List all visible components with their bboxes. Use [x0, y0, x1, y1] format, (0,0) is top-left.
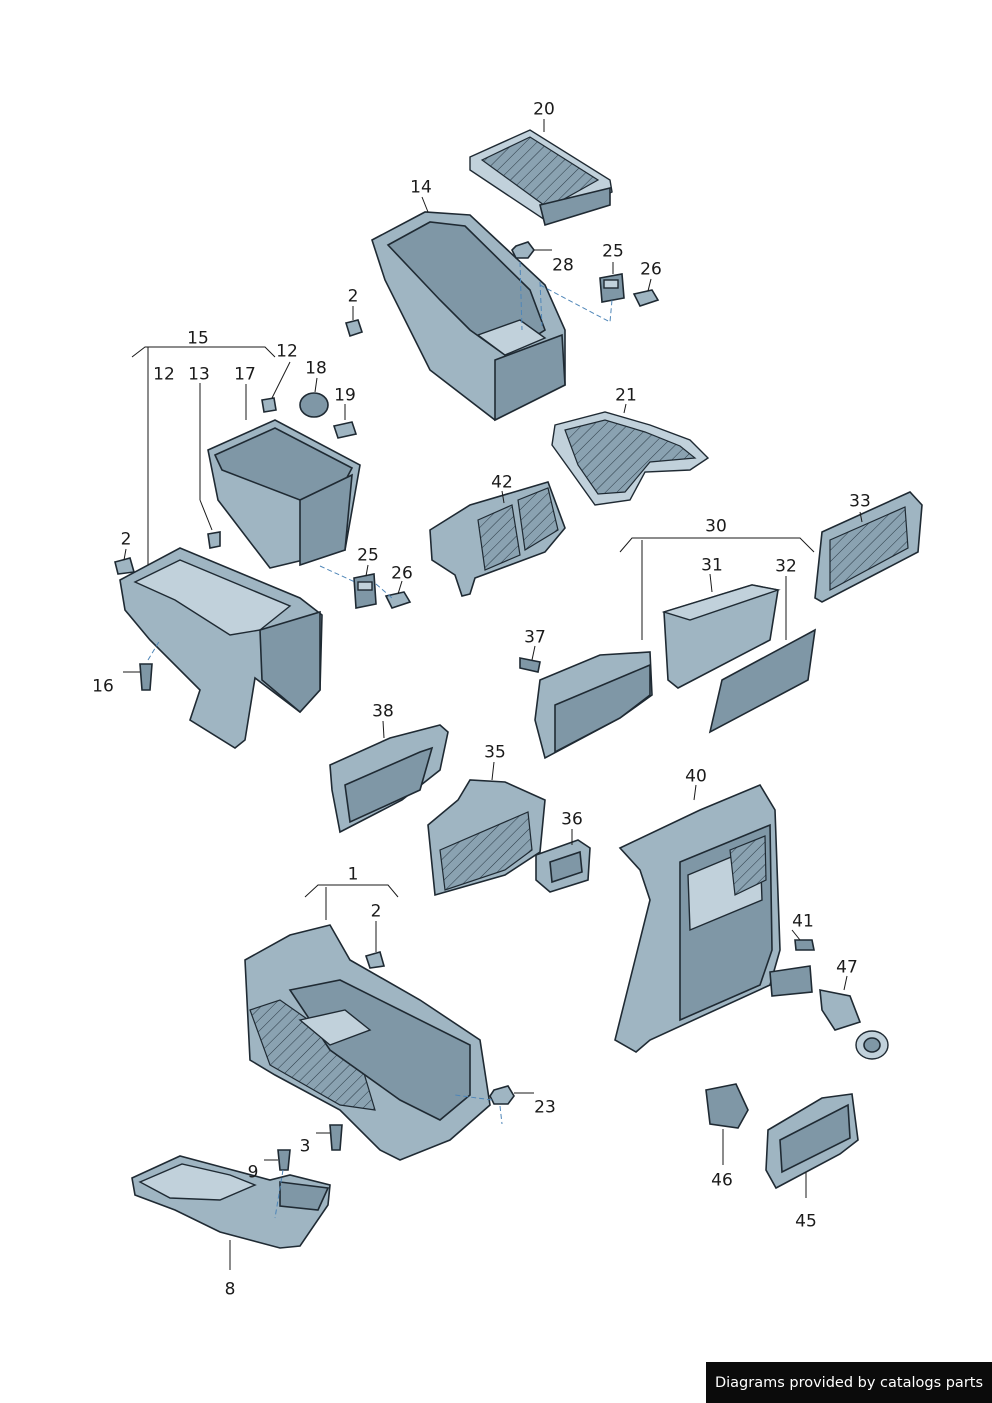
part-18-cap — [299, 392, 329, 418]
callout-26-upper: 26 — [640, 259, 662, 280]
part-28-nut — [511, 241, 535, 259]
part-21-rubber-mat — [551, 411, 710, 506]
callout-41: 41 — [792, 911, 814, 932]
part-41-screw — [794, 939, 815, 951]
callout-3: 3 — [299, 1136, 311, 1157]
part-31-ashtray-insert — [661, 584, 781, 689]
part-47-power-socket — [769, 965, 889, 1060]
dash-line-16 — [147, 639, 161, 661]
part-2-clip-upper — [344, 319, 364, 338]
part-13-plug — [207, 531, 221, 549]
part-17-storage-box — [207, 419, 361, 569]
part-45-switch-panel — [765, 1093, 859, 1190]
part-30-ashtray-housing — [534, 651, 653, 760]
callout-40: 40 — [685, 766, 707, 787]
callout-16: 16 — [92, 676, 114, 697]
part-1-console-base — [244, 924, 491, 1161]
callout-21: 21 — [615, 385, 637, 406]
callout-20: 20 — [533, 99, 555, 120]
dash-line-28-25 — [519, 261, 613, 331]
callout-37: 37 — [524, 627, 546, 648]
callout-25-upper: 25 — [602, 241, 624, 262]
callout-15: 15 — [187, 328, 209, 349]
callout-12-upper: 12 — [276, 341, 298, 362]
part-23-nut — [489, 1085, 515, 1105]
part-32-cover-plate — [708, 628, 817, 734]
callout-32: 32 — [775, 556, 797, 577]
callout-18: 18 — [305, 358, 327, 379]
callout-42: 42 — [491, 472, 513, 493]
part-46-switch — [705, 1083, 749, 1129]
credit-banner: Diagrams provided by catalogs parts — [706, 1362, 992, 1403]
callout-14: 14 — [410, 177, 432, 198]
part-33-rear-panel — [814, 491, 923, 603]
part-2-clip-left — [114, 557, 136, 575]
callout-45: 45 — [795, 1211, 817, 1232]
part-25-switch-upper — [599, 273, 625, 303]
part-42-air-vent — [429, 481, 566, 597]
callout-25-lower: 25 — [357, 545, 379, 566]
callout-23: 23 — [534, 1097, 556, 1118]
part-38-trim — [329, 724, 449, 834]
part-36-usb-unit — [535, 839, 591, 893]
callout-47: 47 — [836, 957, 858, 978]
callout-2-left: 2 — [120, 529, 132, 550]
callout-2-upper: 2 — [347, 286, 359, 307]
callout-26-lower: 26 — [391, 563, 413, 584]
part-2-clip-lower — [364, 951, 386, 969]
callout-8: 8 — [224, 1279, 236, 1300]
callout-9: 9 — [247, 1162, 259, 1183]
part-9-screw — [277, 1149, 291, 1171]
part-19-cover — [332, 421, 358, 439]
part-37-screw — [519, 657, 541, 673]
dash-line-23 — [454, 1094, 503, 1125]
part-35-bracket — [427, 779, 546, 897]
callout-19: 19 — [334, 385, 356, 406]
part-26-cap-upper — [632, 289, 660, 307]
callout-31: 31 — [701, 555, 723, 576]
callout-30: 30 — [705, 516, 727, 537]
part-14-console-housing — [371, 211, 566, 422]
part-12-clip-small — [261, 397, 277, 413]
part-25-switch-lower — [353, 573, 377, 609]
dash-line-9 — [274, 1169, 284, 1219]
part-20-tray-insert — [469, 129, 613, 227]
callout-12-left: 12 — [153, 364, 175, 385]
part-16-screw — [139, 663, 153, 691]
callout-1: 1 — [347, 864, 359, 885]
callout-33: 33 — [849, 491, 871, 512]
leader-lines — [123, 119, 863, 1270]
callout-36: 36 — [561, 809, 583, 830]
part-3-screw — [329, 1124, 343, 1151]
part-12-console-frame — [119, 547, 323, 749]
callout-17: 17 — [234, 364, 256, 385]
dash-line-17-25 — [319, 565, 393, 599]
callout-38: 38 — [372, 701, 394, 722]
part-8-air-duct — [131, 1155, 331, 1249]
callout-28: 28 — [552, 255, 574, 276]
part-26-cap-lower — [384, 591, 412, 609]
callout-2-lower: 2 — [370, 901, 382, 922]
callout-35: 35 — [484, 742, 506, 763]
callout-46: 46 — [711, 1170, 733, 1191]
part-40-rear-trim — [614, 783, 781, 1053]
callout-13: 13 — [188, 364, 210, 385]
